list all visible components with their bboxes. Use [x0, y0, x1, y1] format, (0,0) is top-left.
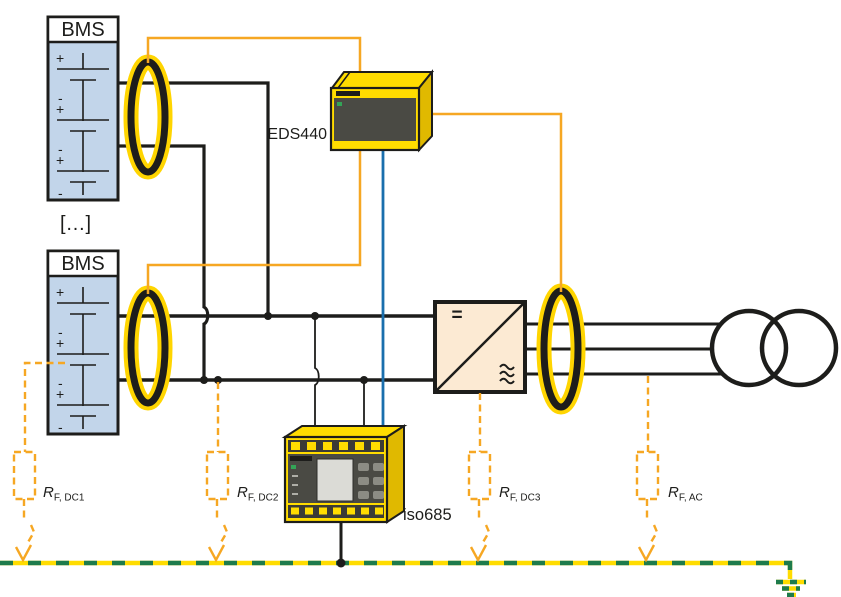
iso685-earth-junction: [336, 558, 346, 568]
fault-path: [23, 361, 65, 452]
junction: [311, 312, 319, 320]
resistor-symbol: [635, 450, 660, 501]
fault-path-tail: [477, 499, 491, 545]
rf-dc1-label: RF, DC1: [43, 484, 85, 504]
bms1-title: BMS: [61, 19, 104, 41]
iso685-top-terminals: [288, 440, 384, 452]
wire-bms1-positive: [118, 81, 270, 316]
bender-logo: [336, 91, 360, 96]
junction: [264, 312, 272, 320]
ct-ring-bms2: [123, 285, 173, 411]
wire-bms1-negative: [118, 144, 210, 380]
eds440-label: EDS440: [267, 126, 327, 143]
iso685-top-face: [281, 425, 408, 438]
eds440-top-face: [330, 71, 435, 89]
resistor-symbol: [205, 450, 230, 501]
bms2-title: BMS: [61, 253, 104, 275]
fault-path-tail: [645, 499, 659, 545]
cell-plus: +: [56, 335, 64, 351]
ct3-to-eds440-wire: [428, 112, 563, 292]
junction-dots: [200, 312, 368, 384]
iso685-label: iso685: [403, 506, 452, 524]
inverter: =: [433, 300, 527, 394]
earth-symbol-icon: [776, 579, 806, 597]
rf-ac-label: RF, AC: [668, 484, 703, 504]
fault-resistance-rf-dc1: RF, DC1: [12, 361, 85, 563]
fault-arrow-icon: [207, 544, 226, 563]
iso685-display: [316, 458, 354, 502]
bms1-header: [46, 15, 120, 44]
iso685-side-marks: [292, 475, 298, 495]
rf-dc3-label: RF, DC3: [499, 484, 541, 504]
cell-minus: -: [58, 90, 63, 106]
eds440-housing-step: [337, 71, 351, 89]
bms2-header: [46, 249, 120, 278]
fault-resistance-rf-dc2: RF, DC2: [205, 382, 279, 563]
fault-arrow-icon: [469, 544, 488, 563]
iso685-tap-positive: [314, 316, 320, 440]
ground-bus: [0, 558, 806, 597]
cell-minus: -: [58, 141, 63, 157]
cell-minus: -: [58, 185, 63, 201]
cell-plus: +: [56, 101, 64, 117]
transformer-winding-1: [709, 308, 789, 388]
iso685-status-led: [291, 465, 296, 469]
more-strings-ellipsis: […]: [60, 213, 91, 235]
bms-top-unit: BMS + - + - + -: [46, 15, 120, 202]
iso685-side-face: [386, 424, 405, 524]
ct1-to-eds440-wire: [146, 36, 362, 73]
pe-bus-green-dashes: [0, 560, 793, 579]
iso685-buttons: [358, 463, 384, 499]
resistor-symbol: [467, 450, 492, 501]
junction: [214, 376, 222, 384]
cell-minus: -: [58, 419, 63, 435]
transformer-winding-2: [759, 308, 839, 388]
fault-arrow-icon: [14, 544, 33, 563]
junction: [200, 376, 208, 384]
fault-path-tail: [22, 499, 36, 545]
cell-minus: -: [58, 324, 63, 340]
eds440-status-led: [337, 102, 342, 106]
ct2-to-eds440-wire: [146, 150, 362, 294]
cell-plus: +: [56, 152, 64, 168]
pe-bus-yellow: [0, 560, 793, 579]
bms-bottom-unit: BMS + - + - + -: [46, 249, 120, 436]
inverter-diagonal: [436, 303, 524, 391]
cell-plus: +: [56, 284, 64, 300]
measurement-wiring: [146, 36, 563, 440]
rf-dc2-label: RF, DC2: [237, 484, 279, 504]
cell-minus: -: [58, 375, 63, 391]
fault-resistance-rf-dc3: RF, DC3: [467, 393, 541, 563]
cell-plus: +: [56, 386, 64, 402]
fault-arrow-icon: [637, 544, 656, 563]
eds440-display-panel: [334, 98, 416, 141]
battery-cells: + - + - + -: [56, 50, 109, 201]
cell-plus: +: [56, 50, 64, 66]
iso685-device: [281, 424, 408, 524]
ct-ring-bms1: [123, 54, 173, 180]
ac-waves-icon: [499, 363, 515, 385]
eds440-device: [329, 69, 435, 153]
resistor-symbol: [12, 450, 37, 501]
fault-resistance-rf-ac: RF, AC: [635, 376, 703, 563]
ac-conductors: [525, 322, 732, 376]
transformer: [709, 308, 839, 388]
dc-symbol-icon: =: [451, 305, 462, 326]
junction: [360, 376, 368, 384]
bender-logo: [290, 456, 312, 461]
battery-cells: + - + - + -: [56, 284, 109, 435]
fault-path-tail: [215, 499, 229, 545]
